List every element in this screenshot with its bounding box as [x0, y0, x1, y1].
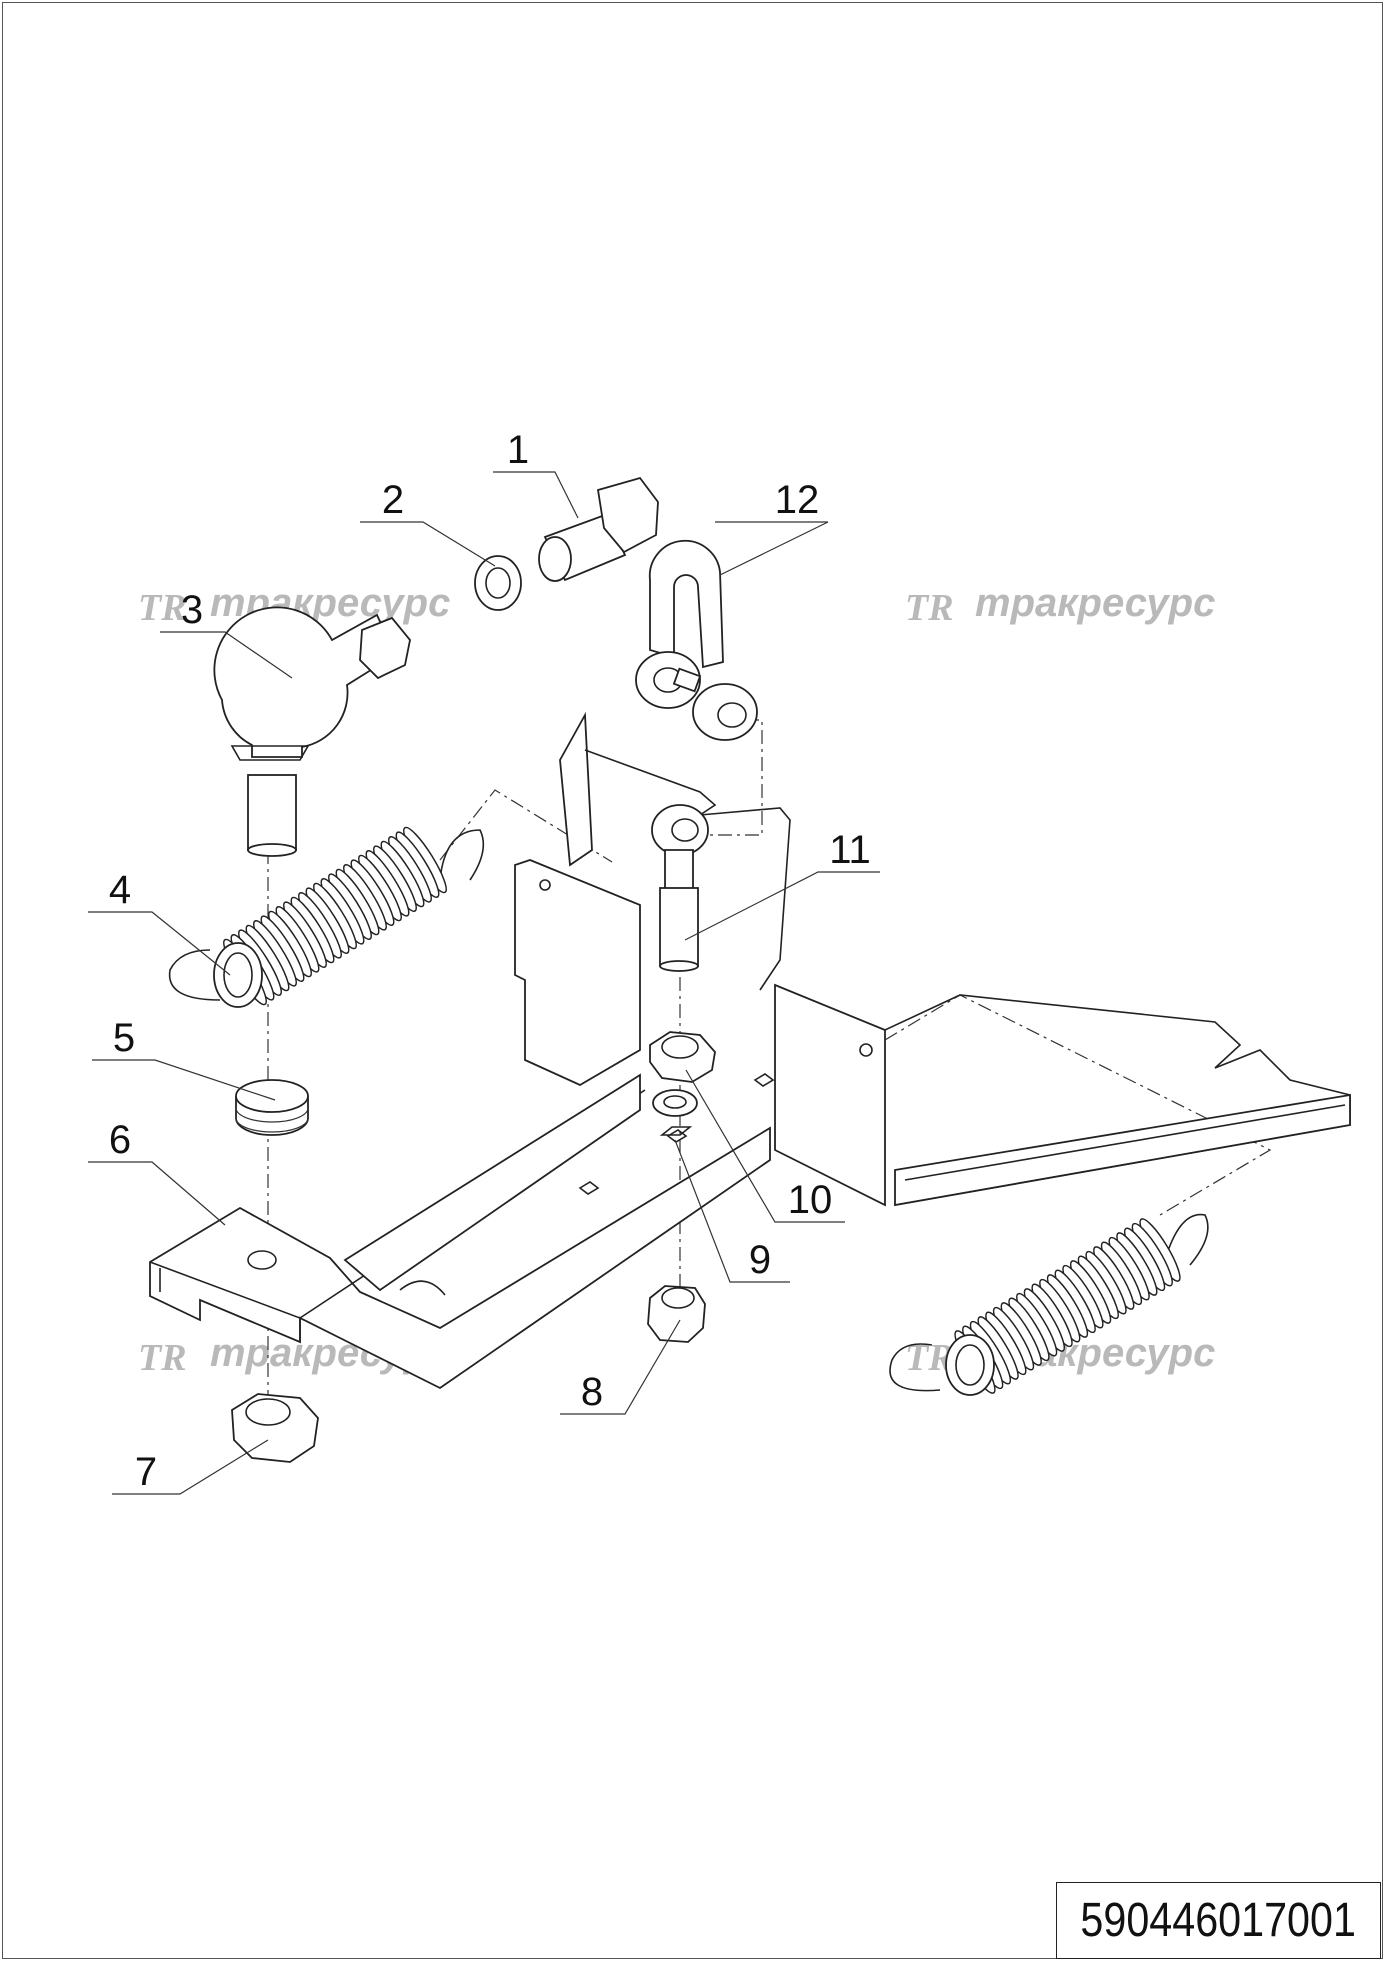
spring-right	[889, 1213, 1209, 1396]
part-2-washer	[474, 555, 522, 611]
leader-lines	[88, 471, 880, 1495]
callout-5: 5	[113, 1016, 135, 1060]
left-upright-plate	[514, 711, 791, 1087]
part-10-nut	[649, 1031, 716, 1083]
callout-10: 10	[788, 1178, 833, 1222]
callout-11: 11	[829, 828, 871, 872]
callout-3: 3	[181, 588, 203, 632]
part-4-spring	[168, 826, 485, 1008]
callout-4: 4	[109, 868, 131, 912]
callout-labels: 1 2 3 4 5 6 7 8 9 10 11 12	[109, 428, 871, 1494]
callout-2: 2	[382, 478, 404, 522]
callout-8: 8	[581, 1370, 603, 1414]
watermark-text: тракресурс	[975, 581, 1215, 625]
callout-7: 7	[135, 1450, 157, 1494]
watermark-logo: TR	[138, 1337, 187, 1379]
callout-9: 9	[749, 1238, 771, 1282]
part-12-shackle	[635, 539, 758, 741]
part-6-bracket	[149, 1073, 775, 1390]
part-11-rod-end	[651, 804, 709, 972]
drawing-number-box: 590446017001	[1056, 1882, 1381, 1959]
part-7-nut	[231, 1393, 319, 1463]
right-bracket	[774, 983, 1351, 1207]
watermark-logo: TR	[138, 587, 187, 629]
part-8-nut	[647, 1285, 706, 1343]
callout-6: 6	[109, 1118, 131, 1162]
part-5-plug	[235, 1079, 309, 1136]
part-3-ball-joint	[213, 606, 411, 857]
callout-12: 12	[775, 478, 820, 522]
watermark-logo: TR	[905, 587, 954, 629]
callout-1: 1	[507, 428, 529, 472]
part-1-bolt	[538, 476, 659, 582]
part-9-washer	[652, 1089, 698, 1136]
drawing-number: 590446017001	[1080, 1894, 1357, 1947]
watermark-2: TR тракресурс	[905, 581, 1215, 629]
